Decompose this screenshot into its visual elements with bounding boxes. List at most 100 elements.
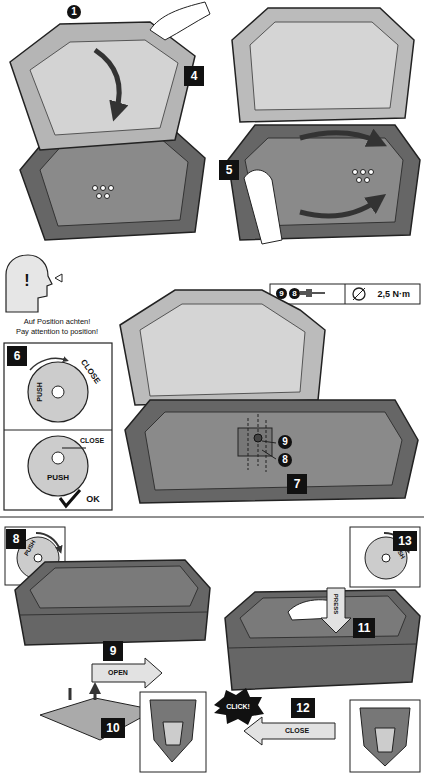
case-base — [254, 434, 262, 442]
panel-frame — [28, 362, 88, 422]
case-base — [125, 400, 418, 503]
action-label: CLOSE — [79, 358, 102, 385]
step-number: 5 — [219, 160, 239, 180]
action-label: CLOSE — [80, 437, 104, 444]
motion-arrow — [300, 133, 378, 142]
hand — [150, 2, 210, 40]
case-lid — [10, 22, 195, 150]
step-number: 4 — [184, 66, 204, 86]
node-text: 1 — [71, 7, 77, 17]
press-arrow — [321, 588, 351, 633]
separator — [0, 517, 424, 518]
case-base — [40, 138, 188, 226]
callout-number: 9 — [278, 435, 292, 449]
attention-head — [55, 274, 62, 282]
closed-case — [20, 612, 207, 615]
note-text: ! — [24, 273, 29, 290]
callout-number: 8 — [289, 288, 300, 299]
section-inset — [150, 700, 196, 762]
node-text: 13 — [398, 535, 411, 547]
panel-frame — [28, 436, 88, 496]
section-inset — [140, 692, 206, 772]
rack — [70, 688, 95, 700]
case-base — [262, 441, 276, 443]
node-text: 7 — [294, 478, 301, 490]
panel-frame — [4, 430, 112, 431]
action-label: OK — [86, 495, 100, 504]
motion-arrow — [95, 50, 119, 112]
case-base — [262, 450, 276, 459]
attention-head — [6, 255, 52, 312]
case-lid — [232, 8, 414, 122]
close-arrow — [244, 717, 335, 745]
node-text: 10 — [106, 722, 119, 734]
case-base — [97, 194, 102, 199]
panel-frame — [52, 452, 64, 464]
rack — [40, 688, 155, 740]
case-base — [365, 178, 370, 183]
case-base — [369, 170, 374, 175]
closed-case — [15, 560, 210, 645]
dial-inset — [350, 527, 420, 587]
torque-table — [353, 288, 365, 300]
dial-inset — [350, 527, 420, 587]
step-number: 12 — [291, 698, 314, 718]
node-text: 5 — [226, 164, 233, 176]
node-text: 11 — [358, 622, 371, 634]
action-label: OPEN — [108, 669, 128, 676]
case-lid — [250, 22, 398, 110]
separator — [0, 517, 424, 518]
click-burst — [214, 688, 264, 725]
hand — [244, 170, 282, 244]
callout-number: 9 — [276, 288, 287, 299]
torque-table — [270, 284, 420, 304]
motion-arrow — [95, 50, 119, 112]
case-base — [361, 170, 366, 175]
node-text: 4 — [191, 70, 198, 82]
step-number: 8 — [6, 529, 26, 549]
node-text: 8 — [282, 455, 288, 465]
action-label: PUSH — [47, 474, 69, 482]
step-number: 11 — [353, 618, 376, 638]
case-base — [93, 186, 98, 191]
closed-case — [225, 590, 420, 690]
case-base — [105, 194, 110, 199]
press-arrow — [321, 588, 351, 633]
closed-case — [30, 566, 198, 608]
case-base — [101, 186, 106, 191]
case-lid — [30, 40, 178, 135]
torque-table — [312, 292, 325, 294]
node-text: 8 — [13, 533, 20, 545]
step-number: 10 — [101, 718, 124, 738]
motion-arrow — [300, 200, 378, 216]
panel-frame — [52, 386, 64, 398]
panel-frame — [62, 447, 86, 448]
section-inset — [350, 700, 420, 772]
hand — [150, 2, 210, 40]
case-lid — [232, 8, 414, 122]
node-text: 9 — [282, 437, 288, 447]
hand — [244, 170, 282, 244]
panel-frame — [30, 358, 66, 370]
node-text: 9 — [110, 645, 117, 657]
action-label: CLOSE — [285, 727, 309, 734]
attention-head — [6, 255, 62, 312]
callout-number: 8 — [278, 453, 292, 467]
click-burst — [214, 688, 264, 725]
closed-case — [15, 560, 210, 645]
rack — [40, 698, 155, 740]
callout-number: 1 — [67, 5, 81, 19]
dial-inset — [382, 554, 390, 562]
section-inset — [163, 722, 183, 745]
note-text: Auf Position achten! — [24, 318, 91, 326]
action-label: PUSH — [36, 382, 43, 401]
torque-spec: 2,5 N·m98 — [270, 284, 420, 304]
open-arrow — [92, 658, 162, 688]
step-number: 9 — [103, 641, 123, 661]
case-lid — [10, 22, 195, 150]
panel-frame — [4, 343, 112, 510]
closed-case — [240, 596, 406, 638]
